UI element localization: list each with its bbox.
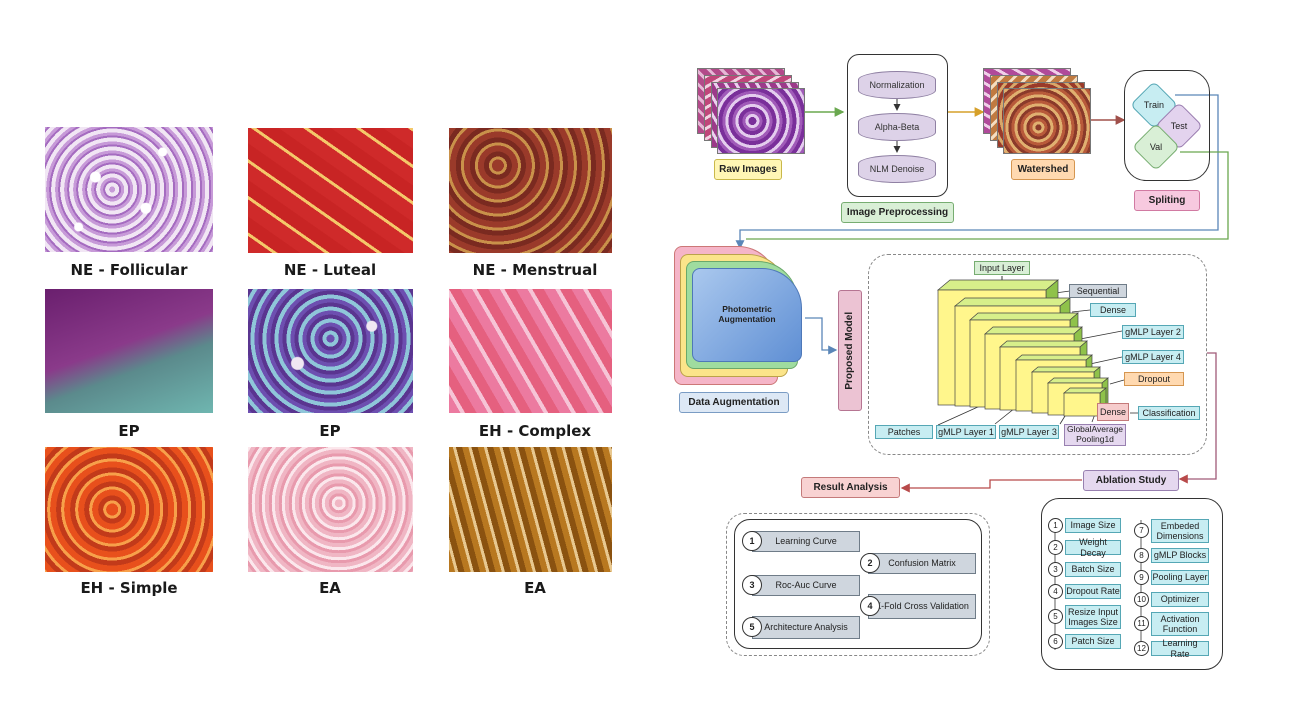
tissue-image-ne-luteal xyxy=(248,128,413,253)
model-input-layer: Input Layer xyxy=(974,261,1030,275)
preprocessing-frame xyxy=(847,54,948,197)
ablation-number: 12 xyxy=(1134,641,1149,656)
ablation-number: 2 xyxy=(1048,540,1063,555)
model-gmlp-layer-4: gMLP Layer 4 xyxy=(1122,350,1184,364)
split-train-label: Train xyxy=(1143,99,1165,110)
tissue-image-ep xyxy=(248,289,413,413)
model-dense-output: Dense xyxy=(1097,403,1129,421)
tissue-image-ne-follicular xyxy=(45,127,213,252)
ablation-number: 11 xyxy=(1134,616,1149,631)
preprocessing-step: NLM Denoise xyxy=(858,155,936,183)
raw-image-thumb xyxy=(717,88,805,154)
result-analysis-title: Result Analysis xyxy=(801,477,900,498)
preprocessing-step: Alpha-Beta xyxy=(858,113,936,141)
tissue-label: EH - Complex xyxy=(478,422,592,440)
tissue-image-ea xyxy=(248,447,413,572)
tissue-image-eh-complex xyxy=(449,289,612,413)
preprocessing-title: Image Preprocessing xyxy=(841,202,954,223)
model-dropout: Dropout xyxy=(1124,372,1184,386)
splitting-frame xyxy=(1124,70,1210,181)
tissue-label: EP xyxy=(118,422,140,440)
ablation-number: 4 xyxy=(1048,584,1063,599)
preprocessing-step: Normalization xyxy=(858,71,936,99)
result-number: 1 xyxy=(742,531,762,551)
ablation-frame xyxy=(1041,498,1223,670)
result-item: Architecture Analysis xyxy=(752,616,860,639)
ablation-item: Embeded Dimensions xyxy=(1151,519,1209,543)
augmentation-inner-label: Photometric Augmentation xyxy=(718,304,776,324)
model-classification: Classification xyxy=(1138,406,1200,420)
proposed-model-text: Proposed Model xyxy=(844,311,856,390)
tissue-image-ne-menstrual xyxy=(449,128,612,253)
splitting-title: Spliting xyxy=(1134,190,1200,211)
tissue-image-eh-simple xyxy=(45,447,213,572)
tissue-label: EA xyxy=(319,579,341,597)
tissue-image-ea xyxy=(449,447,612,572)
split-val-label: Val xyxy=(1149,141,1163,152)
result-item: Confusion Matrix xyxy=(868,553,976,574)
ablation-item: Resize Input Images Size xyxy=(1065,605,1121,629)
ablation-item: Image Size xyxy=(1065,518,1121,533)
result-number: 5 xyxy=(742,617,762,637)
proposed-model-label: Proposed Model xyxy=(838,290,862,411)
result-item: Roc-Auc Curve xyxy=(752,575,860,596)
tissue-label: EH - Simple xyxy=(80,579,178,597)
result-number: 4 xyxy=(860,596,880,616)
ablation-item: Patch Size xyxy=(1065,634,1121,649)
model-dense: Dense xyxy=(1090,303,1136,317)
ablation-item: gMLP Blocks xyxy=(1151,548,1209,563)
result-item: K-Fold Cross Validation xyxy=(868,594,976,619)
ablation-number: 7 xyxy=(1134,523,1149,538)
tissue-label: NE - Menstrual xyxy=(472,261,598,279)
ablation-number: 1 xyxy=(1048,518,1063,533)
ablation-number: 3 xyxy=(1048,562,1063,577)
tissue-image-ep xyxy=(45,289,213,413)
result-outer-frame xyxy=(726,513,990,656)
ablation-number: 8 xyxy=(1134,548,1149,563)
tissue-label: NE - Follicular xyxy=(70,261,188,279)
watershed-thumb xyxy=(1003,88,1091,154)
result-number: 3 xyxy=(742,575,762,595)
model-global-average-pooling: GlobalAverage Pooling1d xyxy=(1064,424,1126,446)
watershed-label: Watershed xyxy=(1011,159,1075,180)
ablation-item: Dropout Rate xyxy=(1065,584,1121,599)
ablation-item: Pooling Layer xyxy=(1151,570,1209,585)
ablation-item: Activation Function xyxy=(1151,612,1209,636)
model-gmlp-layer-1: gMLP Layer 1 xyxy=(936,425,996,439)
tissue-label: EP xyxy=(319,422,341,440)
ablation-number: 9 xyxy=(1134,570,1149,585)
split-test-label: Test xyxy=(1170,120,1188,131)
ablation-item: Optimizer xyxy=(1151,592,1209,607)
ablation-item: Learning Rate xyxy=(1151,638,1209,659)
ablation-number: 10 xyxy=(1134,592,1149,607)
tissue-label: NE - Luteal xyxy=(283,261,377,279)
ablation-number: 6 xyxy=(1048,634,1063,649)
ablation-study-title: Ablation Study xyxy=(1083,470,1179,491)
ablation-item: Weight Decay xyxy=(1065,537,1121,558)
model-gmlp-layer-3: gMLP Layer 3 xyxy=(999,425,1059,439)
ablation-number: 5 xyxy=(1048,609,1063,624)
raw-images-label: Raw Images xyxy=(714,159,782,180)
augmentation-title: Data Augmentation xyxy=(679,392,789,413)
model-frame xyxy=(868,254,1207,455)
ablation-item: Batch Size xyxy=(1065,562,1121,577)
result-number: 2 xyxy=(860,553,880,573)
model-sequential: Sequential xyxy=(1069,284,1127,298)
model-gmlp-layer-2: gMLP Layer 2 xyxy=(1122,325,1184,339)
model-patches: Patches xyxy=(875,425,933,439)
tissue-label: EA xyxy=(524,579,546,597)
augmentation-core: Photometric Augmentation xyxy=(692,268,802,362)
result-item: Learning Curve xyxy=(752,531,860,552)
result-inner-frame xyxy=(734,519,982,649)
